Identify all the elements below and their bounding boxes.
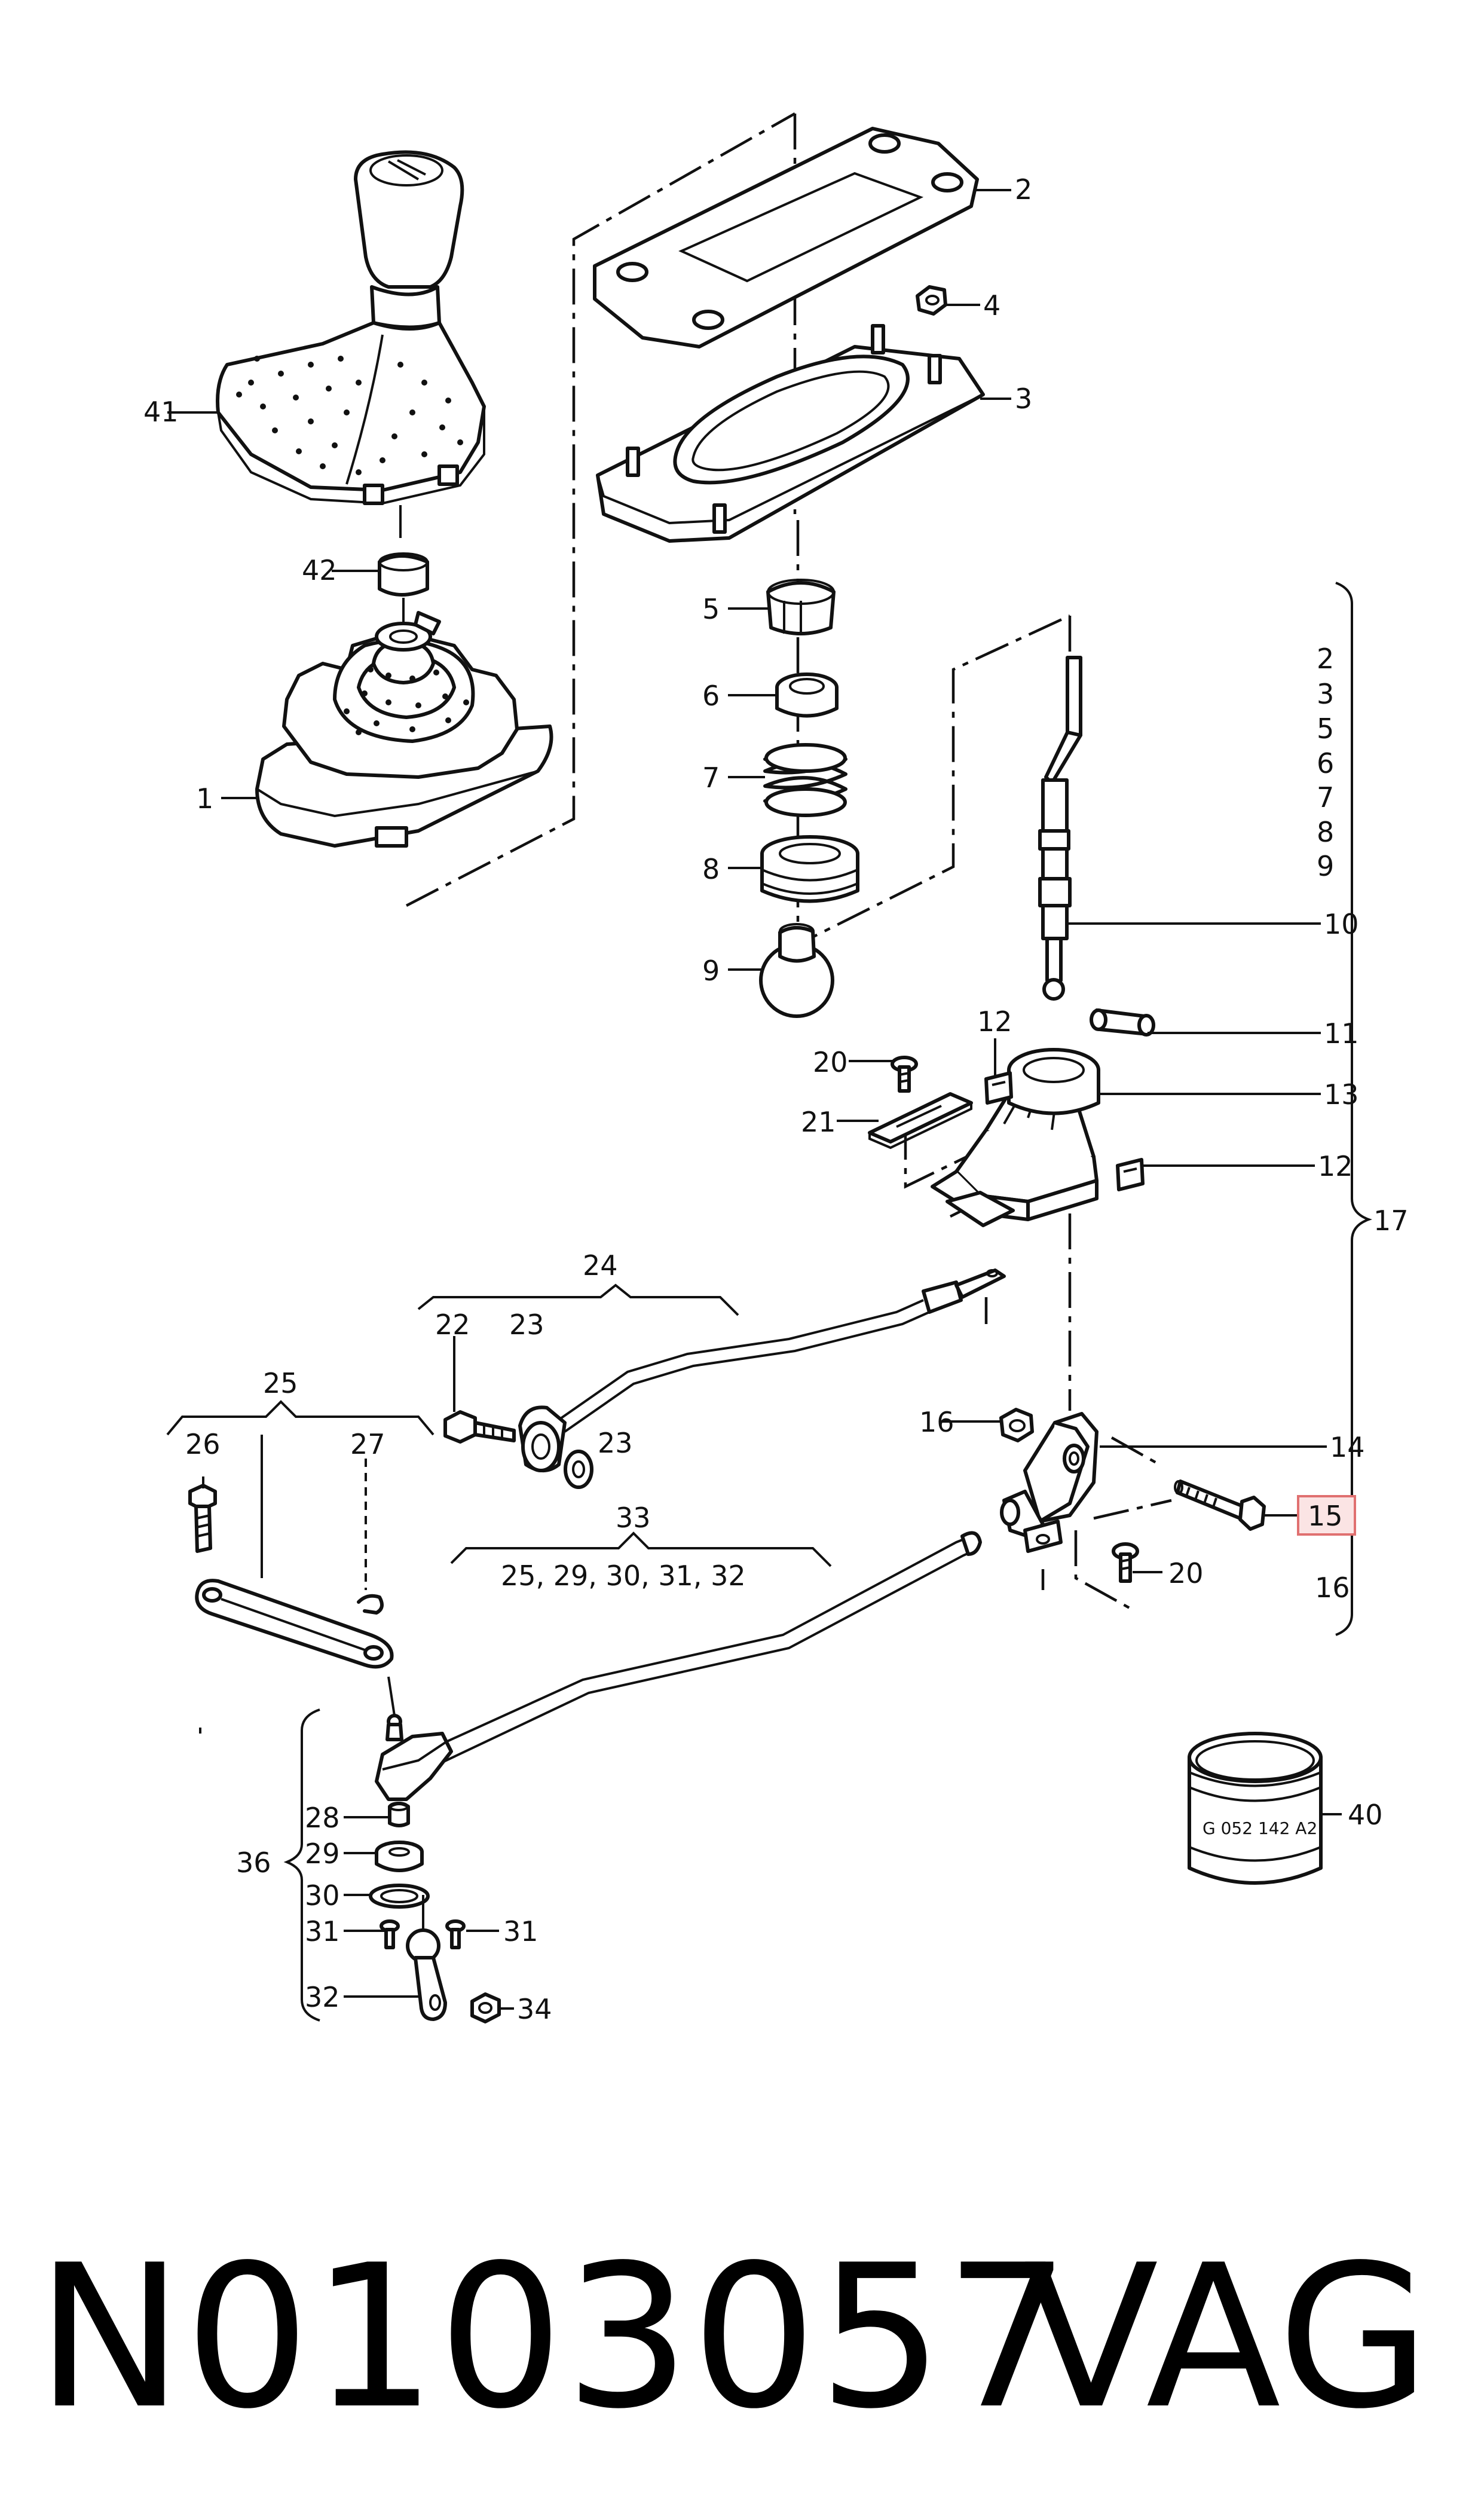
label-10: 10 xyxy=(1324,908,1359,940)
group17-item-8: 8 xyxy=(1317,816,1334,848)
cable-end-bushing xyxy=(518,1405,567,1472)
label-12-upper: 12 xyxy=(977,1005,1012,1038)
sleeve-marking: G 052 142 A2 xyxy=(1203,1818,1317,1838)
relay-lever xyxy=(195,1579,394,1669)
label-2: 2 xyxy=(1015,173,1032,206)
group33-members: 25, 29, 30, 31, 32 xyxy=(501,1560,746,1592)
shift-rod xyxy=(418,1531,982,1771)
footer: N0103057 VAG xyxy=(0,2212,1484,2463)
rivet-31-left xyxy=(380,1919,400,1949)
bushing-29 xyxy=(375,1841,424,1872)
group17-item-2: 2 xyxy=(1317,643,1334,675)
washer xyxy=(564,1450,593,1489)
group17-item-3: 3 xyxy=(1317,678,1334,710)
label-31-right: 31 xyxy=(503,1915,538,1948)
label-27: 27 xyxy=(350,1428,385,1460)
label-36: 36 xyxy=(236,1847,271,1879)
label-22: 22 xyxy=(435,1309,470,1341)
clip-upper xyxy=(984,1071,1013,1105)
label-8: 8 xyxy=(702,853,720,885)
cable-bolt xyxy=(443,1410,516,1444)
label-17: 17 xyxy=(1373,1205,1409,1237)
rivet-31-right xyxy=(445,1919,466,1949)
label-24: 24 xyxy=(583,1249,618,1282)
label-11: 11 xyxy=(1324,1017,1359,1050)
circlip xyxy=(357,1594,384,1615)
label-23-right: 23 xyxy=(598,1427,633,1459)
nut xyxy=(916,285,947,316)
label-23-top: 23 xyxy=(509,1309,544,1341)
label-1: 1 xyxy=(196,782,213,815)
label-15: 15 xyxy=(1308,1500,1343,1532)
selector-cable xyxy=(558,1268,1006,1433)
label-40: 40 xyxy=(1348,1799,1383,1831)
label-28: 28 xyxy=(305,1802,340,1834)
label-20-upper: 20 xyxy=(813,1046,848,1078)
lever-32 xyxy=(406,1895,447,2021)
clip-lower xyxy=(1116,1158,1145,1191)
gasket xyxy=(593,127,979,348)
shift-boot-cover xyxy=(255,611,553,848)
bushing xyxy=(775,672,839,718)
bolt-26 xyxy=(188,1484,217,1553)
label-20-lower: 20 xyxy=(1168,1557,1204,1589)
shift-bracket xyxy=(1000,1412,1099,1553)
label-9: 9 xyxy=(702,955,720,987)
nut-34 xyxy=(470,1992,501,2023)
label-34: 34 xyxy=(517,1993,552,2025)
ball-socket xyxy=(759,923,834,1018)
slotted-bushing xyxy=(766,579,836,635)
base-plate xyxy=(596,324,985,543)
label-16-upper: 16 xyxy=(919,1406,954,1438)
label-4: 4 xyxy=(983,289,1000,322)
brackets xyxy=(166,582,1372,2022)
gear-knob-with-boot xyxy=(216,150,486,538)
label-6: 6 xyxy=(702,680,720,712)
label-16-lower: 16 xyxy=(1315,1572,1350,1604)
label-14: 14 xyxy=(1330,1431,1365,1463)
label-5: 5 xyxy=(702,593,720,625)
group17-item-9: 9 xyxy=(1317,850,1334,882)
group17-item-6: 6 xyxy=(1317,747,1334,779)
washer-30 xyxy=(369,1884,430,1909)
sleeve-40 xyxy=(1188,1732,1323,1885)
label-33: 33 xyxy=(616,1502,651,1534)
label-7: 7 xyxy=(702,762,720,794)
label-31-left: 31 xyxy=(305,1915,340,1948)
label-29: 29 xyxy=(305,1838,340,1870)
label-21: 21 xyxy=(801,1106,836,1138)
leader-lines xyxy=(167,189,1342,2010)
label-30: 30 xyxy=(305,1879,340,1912)
spring xyxy=(763,743,847,817)
label-41: 41 xyxy=(143,396,179,428)
hex-bolt-15 xyxy=(1174,1479,1266,1531)
label-13: 13 xyxy=(1324,1078,1359,1111)
sliding-plate xyxy=(868,1092,973,1150)
lever-housing xyxy=(931,1048,1100,1227)
callout-labels: 41 42 1 2 4 3 5 6 7 8 9 2 3 5 6 7 8 9 10… xyxy=(143,173,1409,2025)
label-42: 42 xyxy=(302,554,337,586)
damper-ring xyxy=(760,835,859,903)
label-12-lower: 12 xyxy=(1318,1150,1353,1182)
bolt-small-upper xyxy=(891,1056,918,1093)
label-32: 32 xyxy=(305,1981,340,2013)
bolt-small-lower xyxy=(1112,1542,1139,1583)
label-25: 25 xyxy=(263,1367,298,1399)
brand-name: VAG xyxy=(1023,2223,1430,2452)
group17-item-7: 7 xyxy=(1317,781,1334,814)
pin xyxy=(1090,1008,1155,1037)
shift-lever xyxy=(1038,656,1082,1001)
rod-end-joint xyxy=(375,1676,453,1801)
label-26: 26 xyxy=(185,1428,221,1460)
ball-cap-28 xyxy=(388,1802,410,1827)
group17-item-5: 5 xyxy=(1317,713,1334,745)
nut-16 xyxy=(999,1408,1034,1442)
highlight-box xyxy=(1297,1495,1356,1536)
part-number: N0103057 xyxy=(36,2223,1072,2452)
label-3: 3 xyxy=(1015,383,1032,415)
